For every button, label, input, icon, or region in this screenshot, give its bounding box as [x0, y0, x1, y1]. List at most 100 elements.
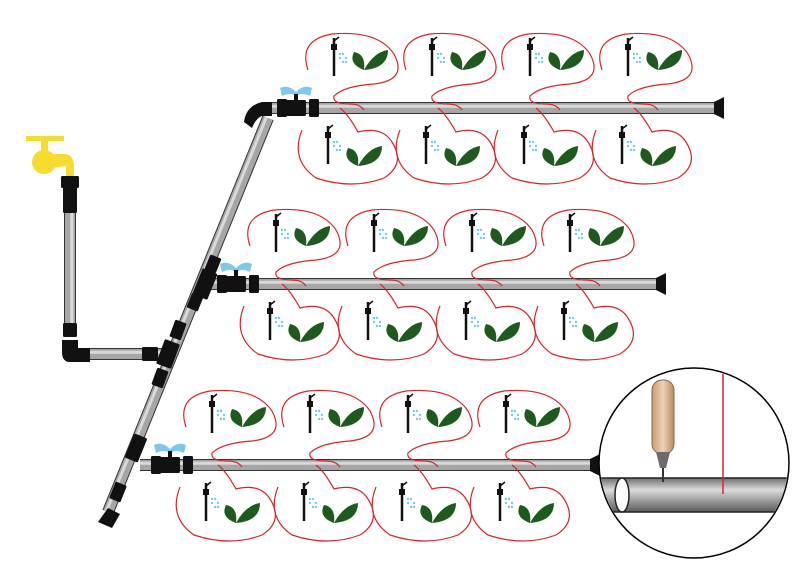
plant-unit-3: [501, 32, 595, 111]
punch-tool-icon: [651, 379, 675, 455]
plant-unit-12: [541, 208, 635, 287]
micro-tubing: [533, 283, 635, 361]
plant-leaf: [300, 322, 324, 342]
plant-leaf: [658, 50, 682, 70]
water-drop: [632, 52, 636, 56]
micro-tubing: [183, 389, 277, 468]
water-drop: [219, 409, 223, 413]
plant-unit-17: [183, 389, 277, 468]
water-drop: [418, 413, 422, 417]
tee-fitting: [192, 268, 218, 300]
plant-leaf: [554, 146, 578, 166]
coupling-fitting: [309, 99, 319, 117]
plant-leaf: [456, 146, 480, 166]
plant-leaf: [404, 226, 428, 246]
plant-icon: [288, 324, 301, 342]
plant-icon: [588, 228, 601, 246]
water-drop: [638, 60, 642, 64]
plant-leaf: [530, 503, 554, 523]
plant-leaf: [236, 503, 260, 523]
micro-tubing: [477, 389, 571, 468]
water-drop: [574, 320, 578, 324]
water-drop: [412, 501, 416, 505]
water-drop: [406, 497, 410, 501]
coupling-fitting: [169, 319, 187, 341]
water-drop: [280, 232, 284, 236]
water-drop: [635, 52, 639, 56]
water-drop: [277, 324, 281, 328]
micro-tubing: [395, 107, 497, 185]
water-drop: [507, 505, 511, 509]
dripper-head: [521, 132, 527, 138]
plant-icon: [392, 228, 405, 246]
dripper-tip: [407, 393, 414, 399]
valve-body-fitting: [226, 276, 246, 292]
plant-unit-5: [297, 107, 399, 185]
coupling-fitting: [204, 254, 222, 274]
water-drop: [436, 52, 440, 56]
micro-tubing: [379, 389, 473, 468]
dripper-head: [625, 44, 631, 50]
coupling-fitting: [109, 481, 127, 503]
water-drop: [540, 56, 544, 60]
plant-icon: [352, 52, 365, 70]
dripper-tip: [465, 300, 472, 306]
dripper-head: [371, 220, 377, 226]
micro-tubing: [345, 208, 439, 287]
micro-tubing: [239, 283, 341, 361]
dripper-head: [203, 489, 209, 495]
plant-leaf: [364, 50, 388, 70]
valve-icon: [280, 86, 312, 96]
micro-tubing: [175, 464, 277, 542]
micro-tubing: [443, 208, 537, 287]
water-drop: [513, 417, 517, 421]
water-drop: [418, 417, 422, 421]
water-drop: [274, 320, 278, 324]
water-drop: [442, 56, 446, 60]
water-drop: [436, 56, 440, 60]
plant-unit-22: [273, 464, 375, 542]
dripper-head: [301, 489, 307, 495]
water-drop: [632, 56, 636, 60]
water-drop: [311, 505, 315, 509]
dripper-tip: [523, 124, 530, 130]
water-drop: [510, 409, 514, 413]
dripper-head: [365, 308, 371, 314]
water-drop: [344, 60, 348, 64]
water-drop: [415, 417, 419, 421]
micro-tubing: [591, 107, 693, 185]
dripper-tip: [269, 300, 276, 306]
micro-tubing: [281, 389, 375, 468]
plant-leaf: [306, 226, 330, 246]
plant-unit-11: [443, 208, 537, 287]
plant-leaf: [652, 146, 676, 166]
water-drop: [314, 409, 318, 413]
micro-tubing: [247, 208, 341, 287]
water-drop: [332, 144, 336, 148]
plant-unit-4: [599, 32, 693, 111]
water-drop: [470, 316, 474, 320]
dripper-tip: [367, 300, 374, 306]
water-drop: [470, 320, 474, 324]
micro-tubing: [501, 32, 595, 111]
plant-icon: [582, 324, 595, 342]
micro-tubing: [469, 464, 571, 542]
tee-fitting: [125, 433, 147, 463]
dripper-head: [463, 308, 469, 314]
water-drop: [213, 505, 217, 509]
water-drop: [210, 497, 214, 501]
water-drop: [280, 228, 284, 232]
water-drop: [632, 148, 636, 152]
plant-leaf: [334, 503, 358, 523]
water-drop: [433, 148, 437, 152]
water-drop: [286, 232, 290, 236]
plant-rows: [175, 32, 693, 542]
water-drop: [372, 316, 376, 320]
micro-tubing: [541, 208, 635, 287]
plant-unit-24: [469, 464, 571, 542]
dripper-tip: [205, 481, 212, 487]
dripper-head: [325, 132, 331, 138]
water-drop: [534, 144, 538, 148]
micro-tubing: [403, 32, 497, 111]
water-drop: [534, 52, 538, 56]
